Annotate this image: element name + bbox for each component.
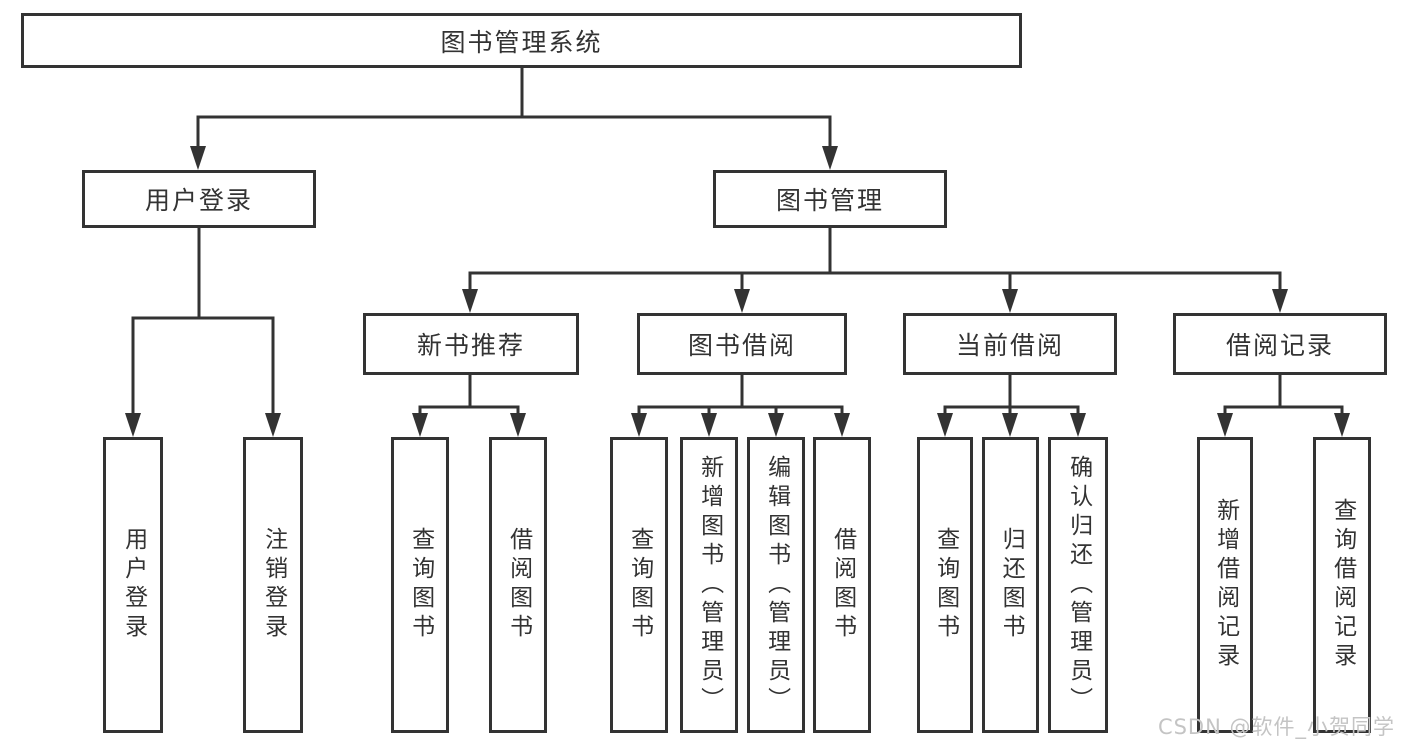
leaf-edit-books-admin: 编辑图书（管理员） [747,437,805,733]
node-book-management: 图书管理 [713,170,947,228]
node-user-login: 用户登录 [82,170,316,228]
leaf-query-books-recommend: 查询图书 [391,437,449,733]
leaf-add-books-admin: 新增图书（管理员） [680,437,738,733]
node-root-library-system: 图书管理系统 [21,13,1022,68]
leaf-user-login: 用户登录 [103,437,163,733]
leaf-query-books-borrowing: 查询图书 [610,437,668,733]
node-borrow-records: 借阅记录 [1173,313,1387,375]
node-new-book-recommend: 新书推荐 [363,313,579,375]
leaf-query-borrow-record: 查询借阅记录 [1313,437,1371,733]
leaf-add-borrow-record: 新增借阅记录 [1197,437,1253,733]
leaf-return-books: 归还图书 [982,437,1039,733]
node-book-borrowing: 图书借阅 [637,313,847,375]
leaf-logout: 注销登录 [243,437,303,733]
watermark: CSDN @软件_小贺同学 [1157,715,1395,739]
leaf-borrow-books-recommend: 借阅图书 [489,437,547,733]
node-current-borrowing: 当前借阅 [903,313,1117,375]
leaf-confirm-return-admin: 确认归还（管理员） [1048,437,1108,733]
leaf-query-books-current: 查询图书 [917,437,973,733]
leaf-borrow-books: 借阅图书 [813,437,871,733]
